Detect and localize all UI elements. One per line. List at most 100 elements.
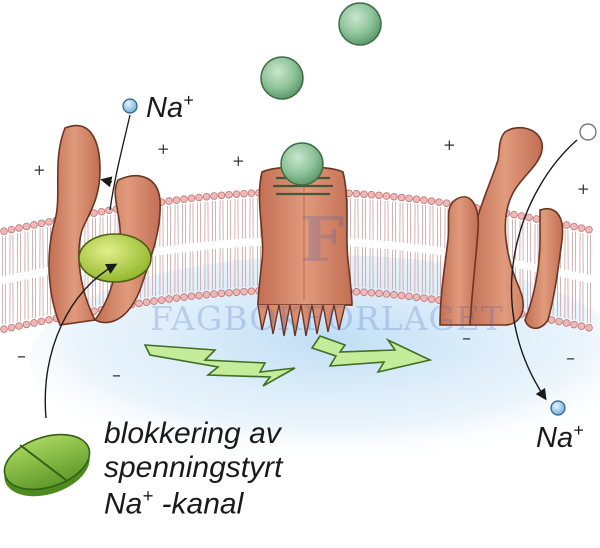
lipid-head xyxy=(413,196,420,203)
lipid-head xyxy=(421,197,428,204)
lipid-head xyxy=(578,323,585,330)
minus-sign: – xyxy=(566,350,575,368)
lipid-head xyxy=(383,193,390,200)
lipid-head xyxy=(23,223,30,230)
lipid-head xyxy=(46,218,53,225)
lipid-head xyxy=(368,289,375,296)
na-label-top: Na+ xyxy=(146,91,194,123)
lipid-head xyxy=(188,195,195,202)
sodium-ion-icon-bottom xyxy=(551,401,565,415)
caption-line-3-base: Na xyxy=(104,487,142,520)
lipid-head xyxy=(398,292,405,299)
caption-line-3: Na+ -kanal xyxy=(104,485,282,521)
lipid-head xyxy=(383,291,390,298)
lipid-head xyxy=(8,324,15,331)
lipid-head xyxy=(226,191,233,198)
lipid-head xyxy=(31,222,38,229)
ligand-ball-icon-3 xyxy=(281,143,323,185)
lipid-head xyxy=(203,193,210,200)
lipid-head xyxy=(398,194,405,201)
na-label-bottom: Na+ xyxy=(536,421,584,453)
lipid-head xyxy=(353,288,360,295)
lipid-head xyxy=(31,320,38,327)
lipid-head xyxy=(143,299,150,306)
lipid-head xyxy=(211,193,218,200)
lipid-head xyxy=(436,199,443,206)
lipid-head xyxy=(443,200,450,207)
lipid-head xyxy=(241,190,248,197)
lipid-head xyxy=(391,291,398,298)
lipid-head xyxy=(563,222,570,229)
lipid-head xyxy=(166,198,173,205)
plus-sign: + xyxy=(232,154,245,169)
caption-line-3-rest: -kanal xyxy=(153,487,243,520)
lipid-head xyxy=(563,320,570,327)
lipid-head xyxy=(578,225,585,232)
lipid-head xyxy=(361,289,368,296)
na-label-bottom-base: Na xyxy=(536,422,573,454)
lipid-head xyxy=(376,290,383,297)
lipid-head xyxy=(196,292,203,299)
lipid-head xyxy=(571,321,578,328)
sodium-ion-icon-top xyxy=(123,99,137,113)
lipid-head xyxy=(376,192,383,199)
lipid-head xyxy=(98,208,105,215)
lipid-head xyxy=(196,194,203,201)
lipid-head xyxy=(1,326,8,333)
lipid-head xyxy=(218,290,225,297)
na-label-top-charge: + xyxy=(183,90,194,110)
lipid-head xyxy=(1,228,8,235)
lipid-head xyxy=(361,191,368,198)
sodium-ion-icon-entering xyxy=(580,124,596,140)
lipid-head xyxy=(8,226,15,233)
lipid-head xyxy=(428,198,435,205)
lipid-head xyxy=(173,197,180,204)
na-label-bottom-charge: + xyxy=(573,420,584,440)
lipid-head xyxy=(218,192,225,199)
lipid-head xyxy=(556,318,563,325)
lipid-head xyxy=(406,195,413,202)
lipid-head xyxy=(511,211,518,218)
plus-sign: + xyxy=(443,138,456,153)
plus-sign: + xyxy=(157,142,170,157)
plus-sign: + xyxy=(577,182,590,197)
ligand-ball-icon-1 xyxy=(339,3,381,45)
lipid-head xyxy=(136,300,143,307)
ligand-ball-icon-2 xyxy=(261,57,303,99)
lipid-head xyxy=(526,214,533,221)
lipid-head xyxy=(233,191,240,198)
lipid-head xyxy=(368,191,375,198)
na-exit-arrow xyxy=(103,180,112,182)
lipid-head xyxy=(23,321,30,328)
lipid-head xyxy=(16,323,23,330)
lipid-head xyxy=(586,226,593,233)
caption-line-2: spenningstyrt xyxy=(104,451,282,485)
watermark-letter: F xyxy=(300,203,345,276)
lipid-head xyxy=(586,324,593,331)
minus-sign: – xyxy=(17,348,26,366)
minus-sign: – xyxy=(112,367,121,385)
lipid-head xyxy=(533,216,540,223)
lipid-head xyxy=(203,291,210,298)
caption: blokkering av spenningstyrt Na+ -kanal xyxy=(104,417,282,521)
lipid-head xyxy=(38,318,45,325)
lipid-head xyxy=(391,193,398,200)
caption-line-1: blokkering av xyxy=(104,417,282,451)
lipid-head xyxy=(46,316,53,323)
channel-blocker-drug xyxy=(79,234,151,282)
lipid-head xyxy=(181,196,188,203)
lipid-head xyxy=(241,288,248,295)
lipid-head xyxy=(233,289,240,296)
lipid-head xyxy=(571,223,578,230)
lipid-head xyxy=(38,220,45,227)
caption-line-3-charge: + xyxy=(142,485,153,506)
lipid-head xyxy=(211,291,218,298)
plus-sign: + xyxy=(33,163,46,178)
lipid-head xyxy=(106,207,113,214)
minus-sign: – xyxy=(462,330,471,348)
na-label-top-base: Na xyxy=(146,92,183,124)
lipid-head xyxy=(16,225,23,232)
watermark-text: FAGBOKFORLAGET xyxy=(150,299,504,338)
lipid-head xyxy=(248,190,255,197)
